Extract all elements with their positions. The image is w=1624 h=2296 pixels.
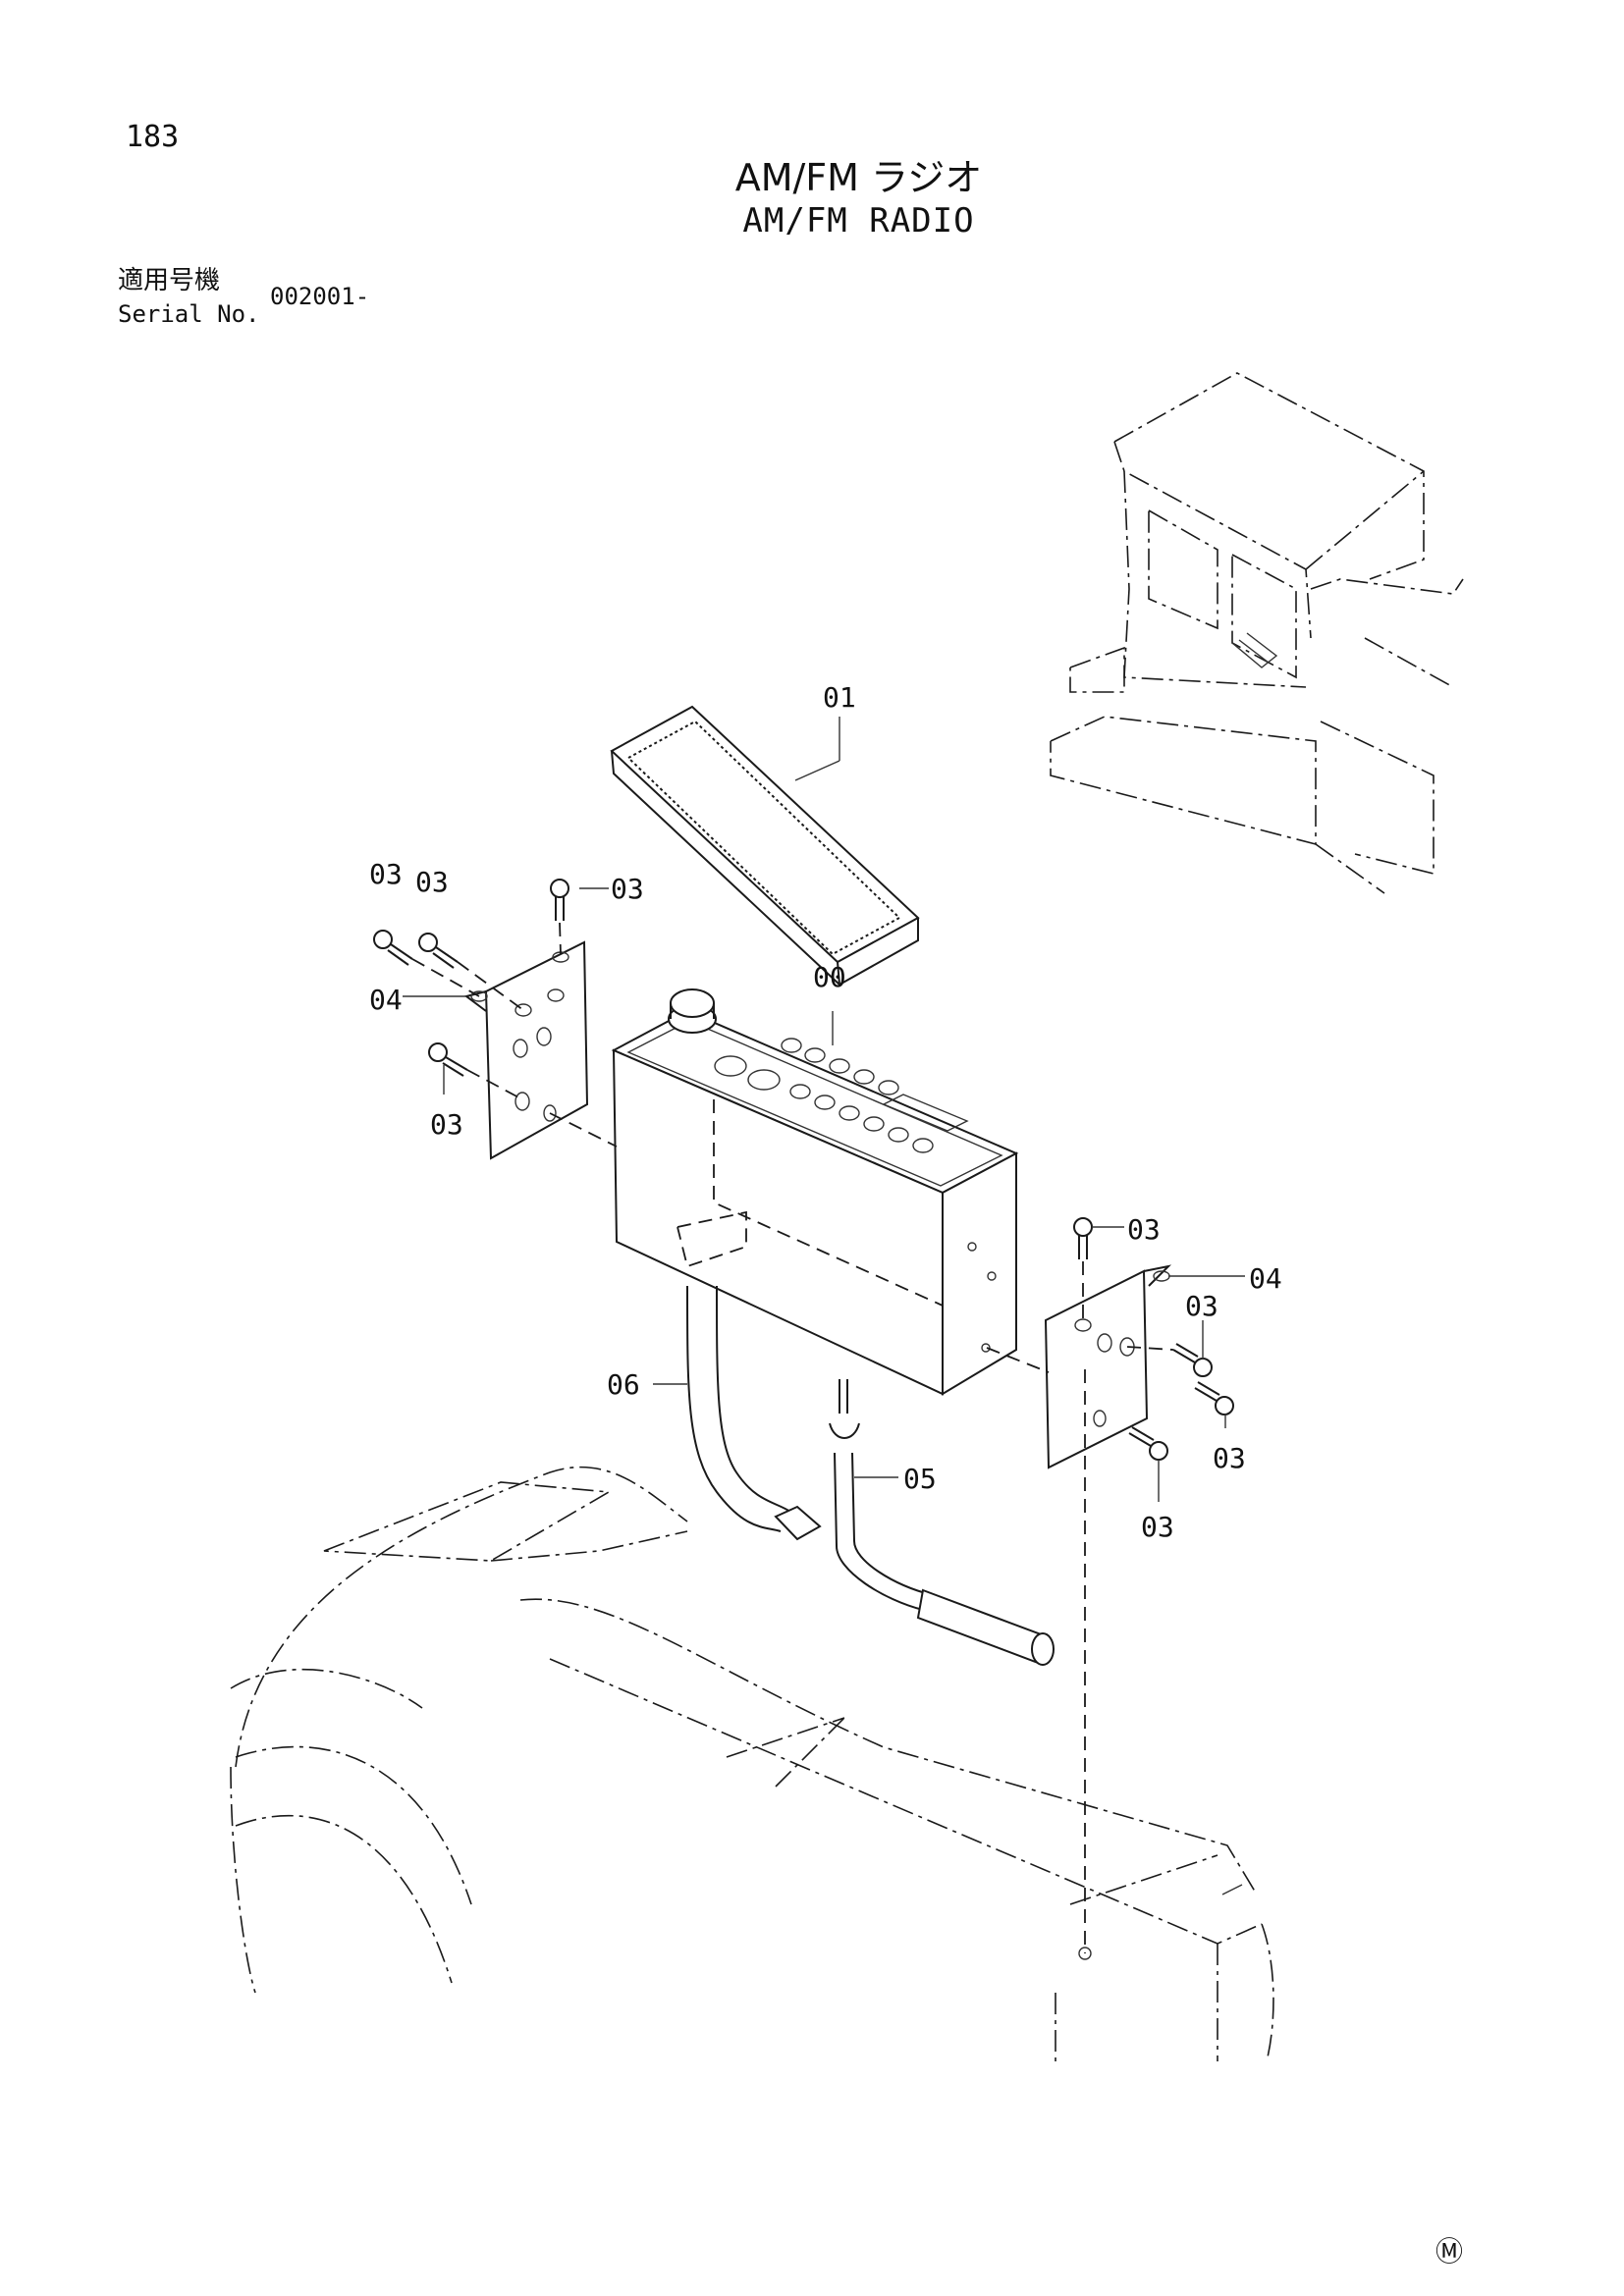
screw-8 <box>1128 1426 1168 1461</box>
callout-03-right-top: 03 <box>1127 1213 1161 1246</box>
part-06-harness <box>686 1285 822 1541</box>
part-00-radio-unit <box>611 988 1019 1396</box>
screw-7 <box>1194 1381 1234 1415</box>
page-title-japanese: AM/FM ラジオ <box>734 156 983 199</box>
serial-label-english: Serial No. <box>118 300 260 328</box>
screw-3 <box>550 879 569 921</box>
part-03-screws <box>373 879 1234 1461</box>
callout-03-top-left-a: 03 <box>369 858 403 890</box>
page-title-english: AM/FM RADIO <box>742 201 975 240</box>
screw-6 <box>1172 1343 1213 1377</box>
m-mark-icon: Ⓜ <box>1435 2235 1464 2268</box>
callout-04-right: 04 <box>1249 1262 1282 1295</box>
leader-lines <box>403 717 1245 1502</box>
part-04-left-bracket <box>463 940 589 1160</box>
page-number: 183 <box>126 120 180 154</box>
part-01-frame <box>610 705 920 987</box>
callout-03-right-b: 03 <box>1213 1442 1246 1474</box>
assembly-lines <box>411 922 1174 1953</box>
callout-01: 01 <box>823 681 856 714</box>
callout-03-top-left-b: 03 <box>415 866 449 898</box>
callout-03-left-bottom: 03 <box>430 1108 463 1141</box>
callout-03-right-a: 03 <box>1185 1290 1218 1322</box>
part-05-antenna-cable <box>829 1379 1055 1666</box>
callout-06: 06 <box>607 1368 640 1401</box>
cab-illustration <box>1050 372 1464 894</box>
screw-1 <box>373 930 413 966</box>
part-04-right-bracket <box>1044 1264 1172 1469</box>
callout-00: 00 <box>813 961 846 993</box>
screw-4 <box>428 1042 468 1077</box>
console-illustration <box>230 1466 1274 2062</box>
callout-05: 05 <box>903 1463 937 1495</box>
callout-03-right-c: 03 <box>1141 1511 1174 1543</box>
serial-number-value: 002001- <box>270 283 370 310</box>
serial-label-japanese: 適用号機 <box>118 266 221 295</box>
callout-04-left: 04 <box>369 984 403 1016</box>
screw-2 <box>418 933 459 969</box>
callout-03-top: 03 <box>611 873 644 905</box>
screw-5 <box>1073 1217 1093 1259</box>
